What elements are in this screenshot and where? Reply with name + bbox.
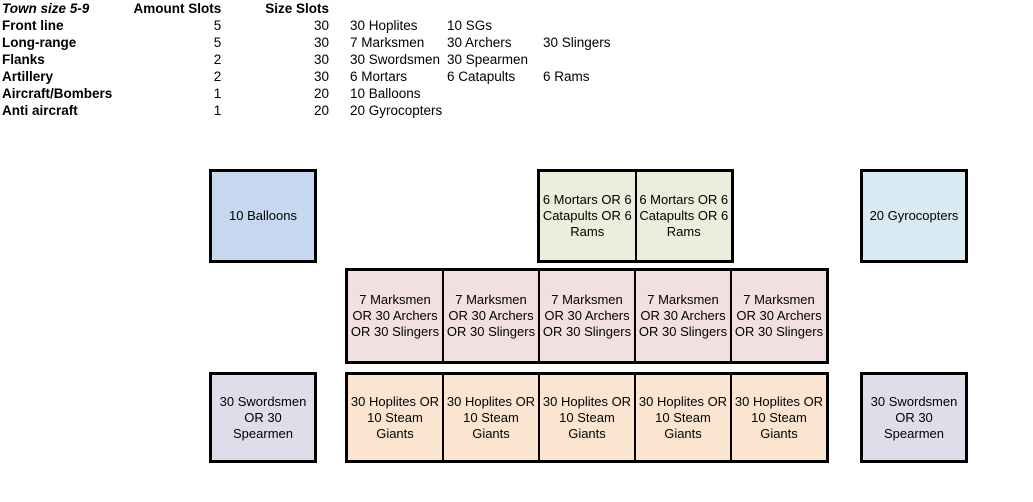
- unit-hoplites: 30 Hoplites: [350, 18, 418, 33]
- formation-flank-left-box: 30 Swordsmen OR 30 Spearmen: [209, 372, 317, 463]
- unit-swordsmen: 30 Swordsmen: [350, 52, 441, 67]
- longrange-cell: 7 Marksmen OR 30 Archers OR 30 Slingers: [636, 271, 732, 361]
- formation-flank-right-box: 30 Swordsmen OR 30 Spearmen: [860, 372, 968, 463]
- header-amount-slots: Amount Slots: [133, 1, 222, 16]
- frontline-cell: 30 Hoplites OR 10 Steam Giants: [540, 375, 636, 460]
- list-item: 30 Hoplites 10 SGs: [350, 17, 643, 34]
- row-size-artillery: 30: [313, 69, 329, 84]
- row-amount-artillery: 2: [213, 69, 222, 84]
- unit-archers: 30 Archers: [447, 35, 512, 50]
- frontline-cell: 30 Hoplites OR 10 Steam Giants: [732, 375, 826, 460]
- unit-mortars: 6 Mortars: [350, 69, 408, 84]
- unit-catapults: 6 Catapults: [447, 69, 516, 84]
- header-size-slots: Size Slots: [265, 1, 329, 16]
- list-item: 30 Swordsmen 30 Spearmen: [350, 51, 643, 68]
- unit-balloons: 10 Balloons: [350, 86, 421, 101]
- row-label-aircraft-bombers: Aircraft/Bombers: [2, 86, 113, 101]
- table-row: Anti aircraft 1 20: [0, 102, 335, 119]
- row-label-anti-aircraft: Anti aircraft: [2, 103, 78, 118]
- longrange-cell: 7 Marksmen OR 30 Archers OR 30 Slingers: [348, 271, 444, 361]
- formation-frontline-row: 30 Hoplites OR 10 Steam Giants 30 Hoplit…: [345, 372, 829, 463]
- table-row: Aircraft/Bombers 1 20: [0, 85, 335, 102]
- formation-longrange-row: 7 Marksmen OR 30 Archers OR 30 Slingers …: [345, 268, 829, 364]
- row-amount-aircraft-bombers: 1: [213, 86, 222, 101]
- formation-artillery-row: 6 Mortars OR 6 Catapults OR 6 Rams 6 Mor…: [537, 169, 734, 263]
- unit-spearmen: 30 Spearmen: [447, 52, 529, 67]
- unit-gyrocopters: 20 Gyrocopters: [350, 103, 443, 118]
- frontline-cell: 30 Hoplites OR 10 Steam Giants: [348, 375, 444, 460]
- table-row: Front line 5 30: [0, 17, 335, 34]
- table-title: Town size 5-9: [2, 1, 90, 16]
- longrange-cell: 7 Marksmen OR 30 Archers OR 30 Slingers: [540, 271, 636, 361]
- longrange-cell: 7 Marksmen OR 30 Archers OR 30 Slingers: [732, 271, 826, 361]
- row-amount-anti-aircraft: 1: [213, 103, 222, 118]
- row-amount-front-line: 5: [213, 18, 222, 33]
- artillery-cell: 6 Mortars OR 6 Catapults OR 6 Rams: [540, 172, 637, 260]
- unit-rams: 6 Rams: [543, 69, 590, 84]
- formation-aircraft-box: 10 Balloons: [209, 169, 317, 263]
- row-size-anti-aircraft: 20: [313, 103, 329, 118]
- list-item: 10 Balloons: [350, 85, 643, 102]
- longrange-cell: 7 Marksmen OR 30 Archers OR 30 Slingers: [444, 271, 540, 361]
- row-size-aircraft-bombers: 20: [313, 86, 329, 101]
- row-size-front-line: 30: [313, 18, 329, 33]
- row-size-flanks: 30: [313, 52, 329, 67]
- table-row: Long-range 5 30: [0, 34, 335, 51]
- unit-slingers: 30 Slingers: [543, 35, 611, 50]
- row-amount-flanks: 2: [213, 52, 222, 67]
- row-label-artillery: Artillery: [2, 69, 54, 84]
- slots-table: Town size 5-9 Amount Slots Size Slots Fr…: [0, 0, 335, 119]
- frontline-cell: 30 Hoplites OR 10 Steam Giants: [636, 375, 732, 460]
- row-label-flanks: Flanks: [2, 52, 45, 67]
- artillery-cell: 6 Mortars OR 6 Catapults OR 6 Rams: [636, 172, 731, 260]
- formation-antiaircraft-box: 20 Gyrocopters: [860, 169, 968, 263]
- frontline-cell: 30 Hoplites OR 10 Steam Giants: [444, 375, 540, 460]
- row-label-long-range: Long-range: [2, 35, 77, 50]
- list-item: 7 Marksmen 30 Archers 30 Slingers: [350, 34, 643, 51]
- table-row: Artillery 2 30: [0, 68, 335, 85]
- table-row: Flanks 2 30: [0, 51, 335, 68]
- list-item: 20 Gyrocopters: [350, 102, 643, 119]
- row-amount-long-range: 5: [213, 35, 222, 50]
- unit-sgs: 10 SGs: [447, 18, 493, 33]
- table-header-row: Town size 5-9 Amount Slots Size Slots: [0, 0, 335, 17]
- row-label-front-line: Front line: [2, 18, 64, 33]
- unit-marksmen: 7 Marksmen: [350, 35, 425, 50]
- list-item: 6 Mortars 6 Catapults 6 Rams: [350, 68, 643, 85]
- row-size-long-range: 30: [313, 35, 329, 50]
- stats-table: Town size 5-9 Amount Slots Size Slots Fr…: [0, 0, 335, 119]
